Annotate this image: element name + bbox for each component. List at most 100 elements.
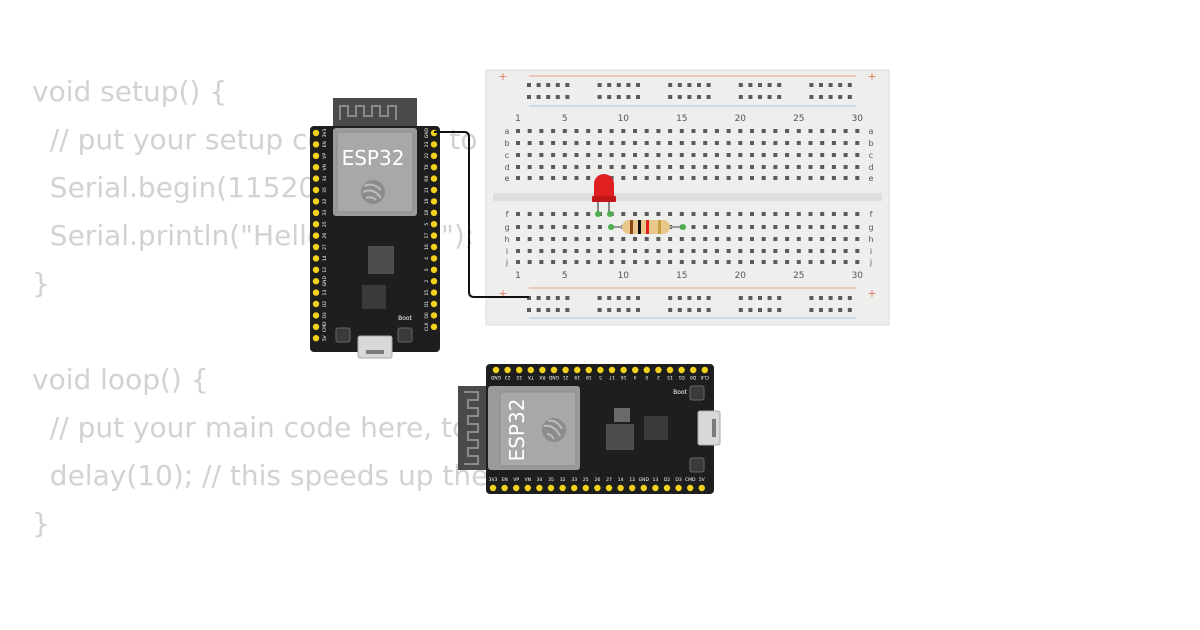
- rail-hole[interactable]: [838, 95, 843, 99]
- breadboard-hole[interactable]: [750, 237, 754, 241]
- breadboard-hole[interactable]: [551, 212, 556, 216]
- breadboard-hole[interactable]: [668, 141, 673, 145]
- breadboard-hole[interactable]: [527, 165, 532, 169]
- breadboard-hole[interactable]: [668, 237, 673, 241]
- rail-hole[interactable]: [536, 308, 541, 312]
- breadboard-hole[interactable]: [773, 176, 778, 180]
- breadboard-hole[interactable]: [820, 237, 825, 241]
- breadboard-hole[interactable]: [703, 176, 708, 180]
- breadboard-hole[interactable]: [668, 249, 673, 253]
- esp32-pin[interactable]: [678, 366, 685, 374]
- breadboard-hole[interactable]: [539, 129, 544, 133]
- breadboard-hole[interactable]: [527, 249, 532, 253]
- breadboard-hole[interactable]: [574, 212, 579, 216]
- rail-hole[interactable]: [687, 296, 692, 300]
- rail-hole[interactable]: [616, 308, 621, 312]
- rail-hole[interactable]: [828, 95, 833, 99]
- rail-hole[interactable]: [847, 83, 852, 87]
- breadboard-hole[interactable]: [785, 237, 790, 241]
- esp32-pin[interactable]: [312, 312, 320, 319]
- breadboard-hole[interactable]: [516, 212, 520, 216]
- breadboard-hole[interactable]: [551, 176, 556, 180]
- breadboard-hole[interactable]: [586, 225, 591, 229]
- rail-hole[interactable]: [636, 83, 640, 87]
- breadboard-hole[interactable]: [714, 260, 719, 264]
- breadboard-hole[interactable]: [633, 176, 637, 180]
- breadboard-hole[interactable]: [539, 225, 544, 229]
- breadboard-hole[interactable]: [633, 153, 637, 157]
- breadboard-hole[interactable]: [597, 141, 602, 145]
- rail-hole[interactable]: [809, 308, 814, 312]
- breadboard-hole[interactable]: [574, 260, 579, 264]
- breadboard-hole[interactable]: [750, 260, 754, 264]
- breadboard-hole[interactable]: [691, 153, 696, 157]
- breadboard-hole[interactable]: [679, 141, 684, 145]
- breadboard-hole[interactable]: [808, 165, 813, 169]
- esp32-pin[interactable]: [430, 255, 438, 262]
- breadboard-hole[interactable]: [855, 129, 860, 133]
- rail-hole[interactable]: [847, 308, 852, 312]
- breadboard-hole[interactable]: [703, 212, 708, 216]
- breadboard-hole[interactable]: [527, 260, 532, 264]
- rail-hole[interactable]: [527, 308, 531, 312]
- rail-hole[interactable]: [546, 296, 551, 300]
- breadboard-hole[interactable]: [551, 237, 556, 241]
- breadboard-hole[interactable]: [855, 165, 860, 169]
- esp32-pin[interactable]: [430, 186, 438, 194]
- breadboard-hole[interactable]: [714, 165, 719, 169]
- breadboard-hole[interactable]: [785, 153, 790, 157]
- breadboard-hole[interactable]: [516, 260, 520, 264]
- breadboard-hole[interactable]: [831, 176, 836, 180]
- breadboard-hole[interactable]: [773, 141, 778, 145]
- breadboard-hole[interactable]: [597, 129, 602, 133]
- breadboard-hole[interactable]: [785, 260, 790, 264]
- breadboard-hole[interactable]: [703, 129, 708, 133]
- breadboard-hole[interactable]: [668, 260, 673, 264]
- rail-hole[interactable]: [748, 95, 753, 99]
- rail-hole[interactable]: [565, 83, 570, 87]
- rail-hole[interactable]: [616, 296, 621, 300]
- breadboard-hole[interactable]: [714, 212, 719, 216]
- breadboard-hole[interactable]: [609, 165, 614, 169]
- breadboard-hole[interactable]: [656, 176, 661, 180]
- rail-hole[interactable]: [738, 95, 743, 99]
- rail-hole[interactable]: [706, 308, 711, 312]
- breadboard-hole[interactable]: [831, 141, 836, 145]
- breadboard-hole[interactable]: [516, 249, 520, 253]
- breadboard-hole[interactable]: [691, 165, 696, 169]
- rail-hole[interactable]: [706, 95, 711, 99]
- breadboard-hole[interactable]: [574, 237, 579, 241]
- breadboard-hole[interactable]: [750, 176, 754, 180]
- breadboard-hole[interactable]: [738, 249, 743, 253]
- rail-hole[interactable]: [546, 308, 551, 312]
- breadboard-hole[interactable]: [738, 212, 743, 216]
- rail-hole[interactable]: [546, 95, 551, 99]
- rail-hole[interactable]: [838, 83, 843, 87]
- breadboard-hole[interactable]: [785, 212, 790, 216]
- breadboard-hole[interactable]: [796, 212, 801, 216]
- breadboard-hole[interactable]: [679, 176, 684, 180]
- esp32-pin[interactable]: [430, 323, 438, 330]
- esp32-pin[interactable]: [562, 366, 569, 374]
- esp32-pin[interactable]: [312, 335, 320, 342]
- breadboard-hole[interactable]: [785, 176, 790, 180]
- breadboard-hole[interactable]: [644, 249, 649, 253]
- breadboard-hole[interactable]: [562, 176, 567, 180]
- breadboard-hole[interactable]: [539, 237, 544, 241]
- breadboard-hole[interactable]: [691, 225, 696, 229]
- breadboard-hole[interactable]: [562, 260, 567, 264]
- rail-hole[interactable]: [687, 83, 692, 87]
- breadboard-hole[interactable]: [796, 129, 801, 133]
- rail-hole[interactable]: [828, 83, 833, 87]
- rail-hole[interactable]: [777, 308, 782, 312]
- rail-hole[interactable]: [677, 296, 682, 300]
- breadboard-hole[interactable]: [773, 153, 778, 157]
- breadboard-hole[interactable]: [633, 237, 637, 241]
- esp32-pin[interactable]: [430, 266, 438, 273]
- esp32-pin[interactable]: [312, 164, 320, 171]
- rail-hole[interactable]: [767, 296, 772, 300]
- breadboard-hole[interactable]: [679, 237, 684, 241]
- breadboard-hole[interactable]: [714, 237, 719, 241]
